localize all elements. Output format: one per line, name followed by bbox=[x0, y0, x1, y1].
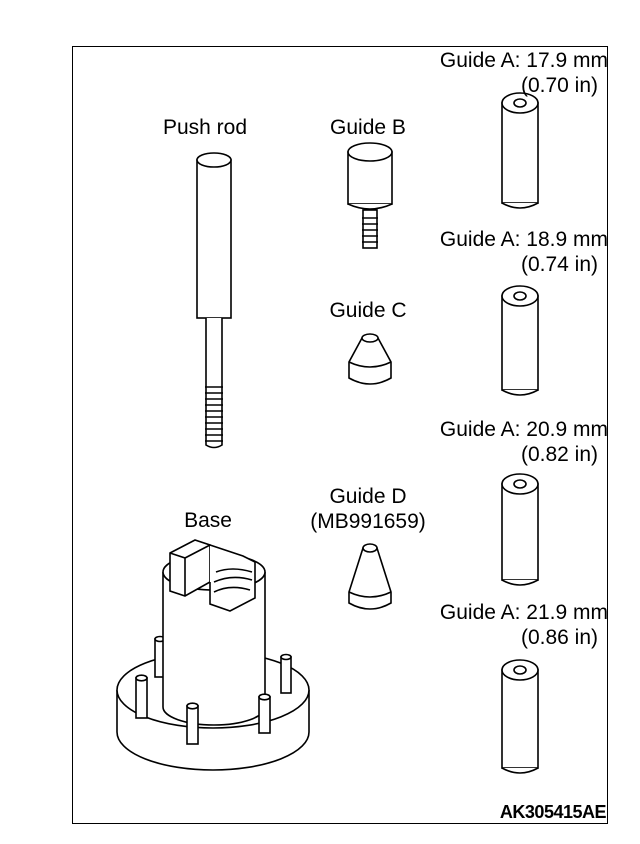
guide-a-2-size-inch: (0.74 in) bbox=[520, 253, 598, 276]
guide-a-3-size-inch: (0.82 in) bbox=[520, 443, 598, 466]
push-rod-label: Push rod bbox=[162, 116, 248, 139]
figure-code: AK305415AE bbox=[499, 802, 607, 822]
guide-a-2 bbox=[501, 285, 539, 396]
guide-d-label: Guide D bbox=[329, 485, 407, 508]
push-rod bbox=[196, 152, 232, 449]
guide-d bbox=[348, 543, 392, 610]
diagram-frame bbox=[72, 46, 608, 824]
guide-c bbox=[348, 333, 392, 385]
guide-a-2-size: Guide A: 18.9 mm bbox=[439, 228, 608, 251]
base bbox=[116, 539, 310, 771]
guide-d-part-number: (MB991659) bbox=[310, 510, 426, 533]
guide-a-1-size: Guide A: 17.9 mm bbox=[439, 49, 608, 72]
guide-a-1 bbox=[501, 92, 539, 209]
guide-a-3-size: Guide A: 20.9 mm bbox=[439, 418, 608, 441]
guide-b bbox=[347, 142, 393, 249]
guide-a-4-size-inch: (0.86 in) bbox=[520, 626, 598, 649]
guide-a-4-size: Guide A: 21.9 mm bbox=[439, 601, 608, 624]
guide-c-label: Guide C bbox=[329, 299, 407, 322]
guide-a-3 bbox=[501, 473, 539, 586]
push-rod-thread bbox=[205, 386, 223, 442]
guide-b-label: Guide B bbox=[330, 116, 406, 139]
guide-a-4 bbox=[501, 659, 539, 774]
base-label: Base bbox=[184, 509, 232, 532]
guide-a-1-size-inch: (0.70 in) bbox=[520, 74, 598, 97]
